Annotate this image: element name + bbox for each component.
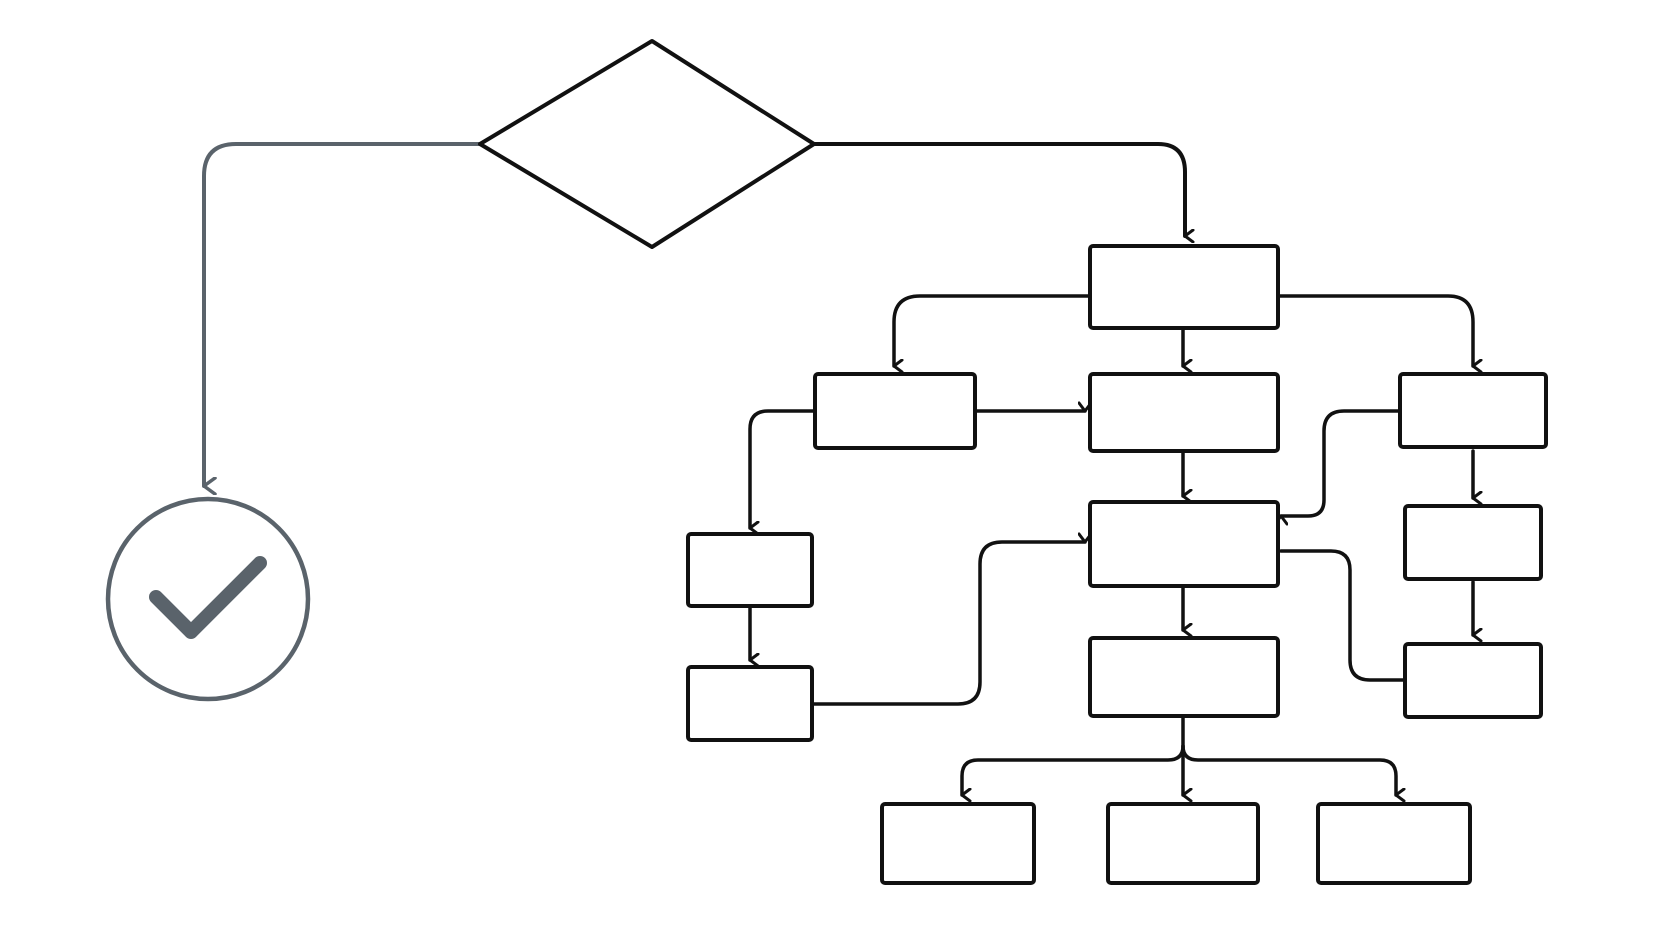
- success-circle[interactable]: [105, 496, 311, 702]
- output-right-box[interactable]: [1316, 802, 1472, 885]
- process-top-box[interactable]: [1088, 244, 1280, 330]
- node-layer: [105, 39, 1548, 885]
- decision-diamond[interactable]: [478, 39, 816, 249]
- process-left-box[interactable]: [813, 372, 977, 450]
- edge-far-left-2-to-process-hub: [810, 542, 1085, 706]
- process-merge-box[interactable]: [1088, 636, 1280, 718]
- process-far-left-2-box[interactable]: [686, 665, 814, 742]
- connector-layer: [202, 142, 1473, 795]
- edge-process-right-3-to-process-hub: [1279, 549, 1407, 682]
- process-right-3-box[interactable]: [1403, 642, 1543, 719]
- process-hub-box[interactable]: [1088, 500, 1280, 588]
- edge-decision-to-process-top: [812, 142, 1185, 236]
- process-right-box[interactable]: [1398, 372, 1548, 449]
- edge-process-merge-to-output-right: [1181, 744, 1396, 795]
- output-left-box[interactable]: [880, 802, 1036, 885]
- process-center-box[interactable]: [1088, 372, 1280, 453]
- edge-process-right-to-process-hub: [1281, 409, 1402, 516]
- process-right-2-box[interactable]: [1403, 504, 1543, 581]
- checkmark-icon: [149, 556, 267, 639]
- edge-process-top-to-process-right: [1276, 294, 1473, 366]
- output-center-box[interactable]: [1106, 802, 1260, 885]
- edge-process-merge-to-output-left: [960, 714, 1185, 795]
- edge-process-top-to-process-left: [892, 294, 1092, 366]
- process-far-left-1-box[interactable]: [686, 532, 814, 608]
- edge-process-left-to-far-left-1: [748, 409, 817, 528]
- edge-decision-to-success: [202, 142, 482, 486]
